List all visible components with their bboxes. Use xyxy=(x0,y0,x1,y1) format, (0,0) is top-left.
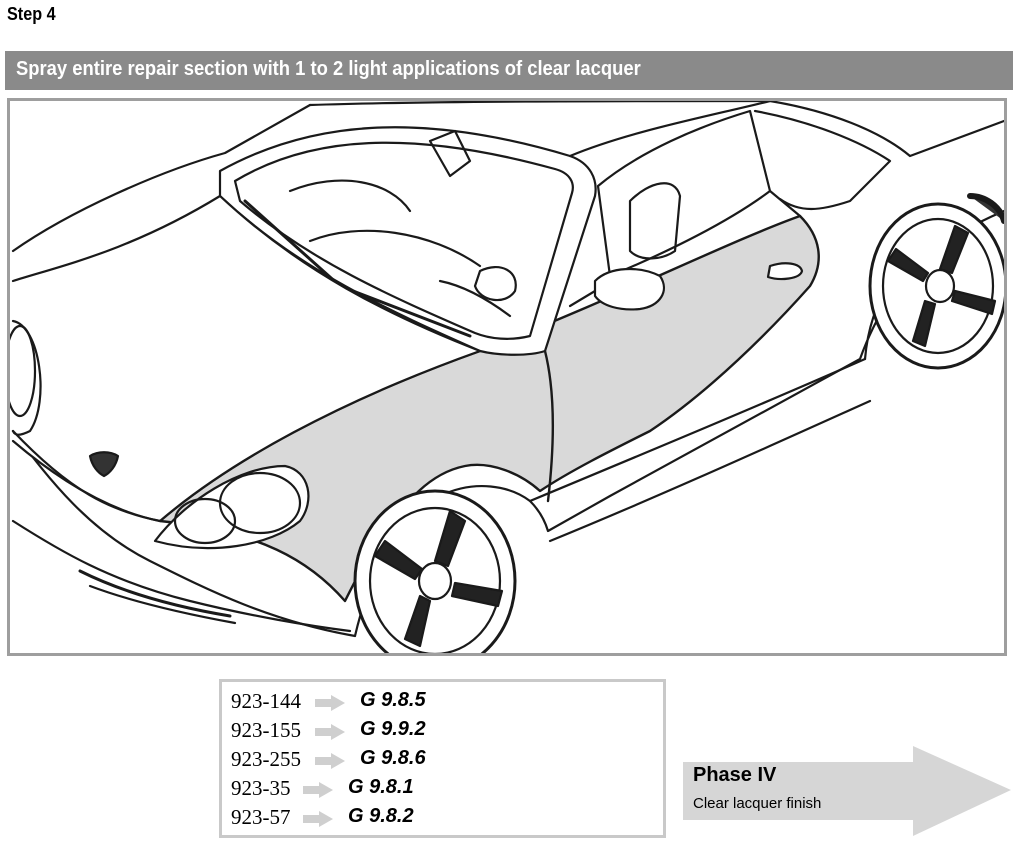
hood-crest xyxy=(88,451,120,478)
car-illustration xyxy=(7,98,1007,656)
phase-arrow-icon xyxy=(683,746,1011,836)
front-wheel xyxy=(353,489,517,653)
instruction-banner: Spray entire repair section with 1 to 2 … xyxy=(5,51,1013,90)
side-mirror xyxy=(593,267,665,311)
reference-code: G 9.9.2 xyxy=(360,718,426,740)
step-title: Step 4 xyxy=(7,4,56,24)
arrow-right-icon xyxy=(303,782,333,798)
reference-number: 923-155 xyxy=(231,718,301,742)
headlight xyxy=(153,464,310,550)
reference-code: G 9.8.2 xyxy=(348,805,414,827)
front-bumper xyxy=(11,519,352,633)
reference-list: 923-144 G 9.8.5 923-155 G 9.9.2 923-255 … xyxy=(219,679,666,838)
phase-subtitle: Clear lacquer finish xyxy=(693,795,822,812)
door-handle xyxy=(766,262,804,281)
arrow-right-icon xyxy=(315,753,345,769)
instruction-text: Spray entire repair section with 1 to 2 … xyxy=(16,58,641,80)
reference-number: 923-57 xyxy=(231,805,291,829)
arrow-right-icon xyxy=(303,811,333,827)
arrow-right-icon xyxy=(315,724,345,740)
reference-number: 923-35 xyxy=(231,776,291,800)
reference-number: 923-255 xyxy=(231,747,301,771)
reference-code: G 9.8.6 xyxy=(360,747,426,769)
phase-title: Phase IV xyxy=(693,764,777,786)
arrow-right-icon xyxy=(315,695,345,711)
rear-wheel xyxy=(863,193,1004,370)
reference-code: G 9.8.1 xyxy=(348,776,414,798)
reference-number: 923-144 xyxy=(231,689,301,713)
reference-code: G 9.8.5 xyxy=(360,689,426,711)
phase-indicator: Phase IV Clear lacquer finish xyxy=(683,746,1013,836)
